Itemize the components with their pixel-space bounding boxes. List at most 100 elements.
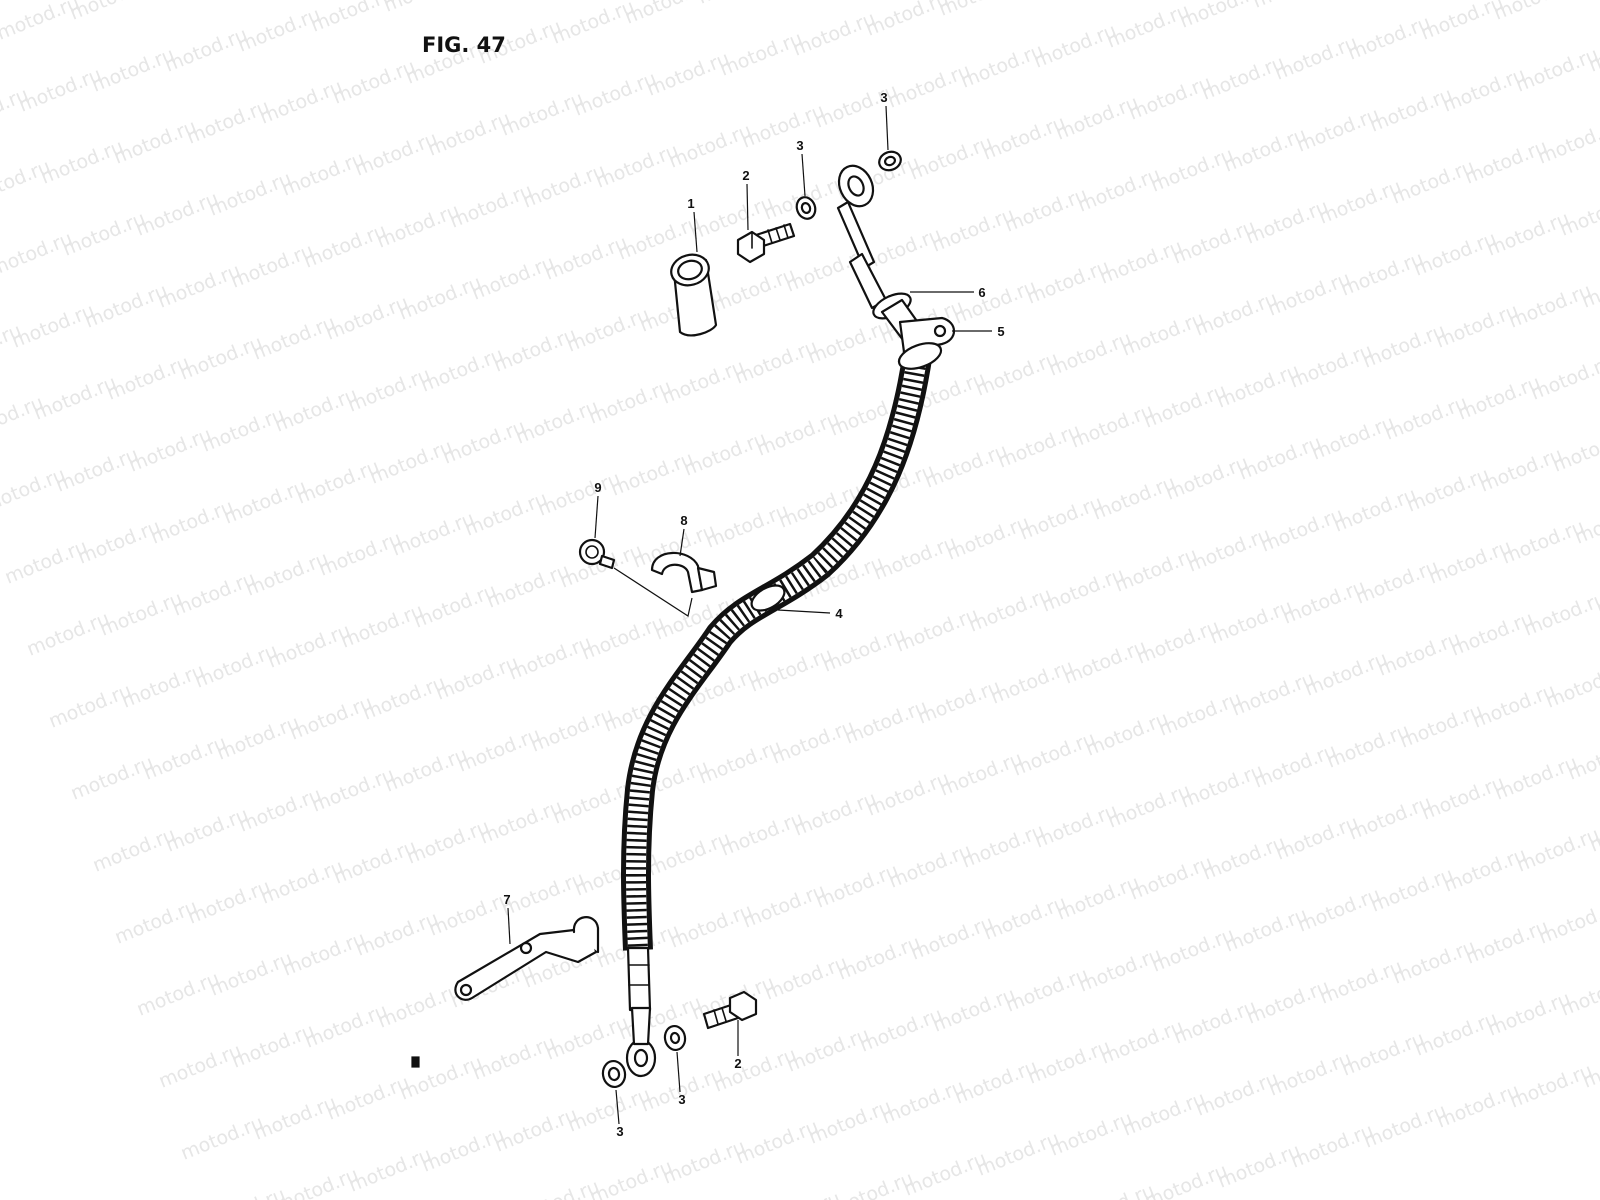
watermark-text: motod.ru — [1338, 248, 1427, 301]
watermark-text: motod.ru — [411, 580, 500, 633]
callout-label-3-lower-b: 3 — [616, 1124, 623, 1139]
watermark-text: motod.ru — [68, 752, 157, 805]
watermark-text: motod.ru — [1163, 452, 1252, 505]
watermark-text: motod.ru — [440, 416, 529, 469]
brake-hose — [621, 349, 933, 951]
watermark-text: motod.ru — [1031, 20, 1120, 73]
watermark-text: motod.ru — [134, 968, 223, 1021]
watermark-text: motod.ru — [1177, 0, 1266, 33]
washer-lower-a — [663, 1024, 687, 1052]
callout-4: 4 — [777, 606, 843, 621]
watermark-text: motod.ru — [1192, 288, 1281, 341]
watermark-text: motod.ru — [973, 348, 1062, 401]
watermark-text: motod.ru — [250, 312, 339, 365]
watermark-text: motod.ru — [988, 656, 1077, 709]
watermark-text: motod.ru — [1148, 144, 1237, 197]
watermark-text: motod.ru — [703, 500, 792, 553]
watermark-text: motod.ru — [367, 436, 456, 489]
watermark-text: motod.ru — [1514, 824, 1600, 877]
watermark-text: motod.ru — [185, 876, 274, 929]
watermark-text: motod.ru — [184, 96, 273, 149]
watermark-text: motod.ru — [1295, 884, 1384, 937]
watermark-text: motod.ru — [644, 48, 733, 101]
watermark-text: motod.ru — [1120, 1088, 1209, 1141]
watermark-text: motod.ru — [980, 112, 1069, 165]
watermark-text: motod.ru — [842, 696, 931, 749]
watermark-text: motod.ru — [1288, 1120, 1377, 1173]
watermark-text: motod.ru — [542, 232, 631, 285]
callout-3-upper-b: 3 — [880, 90, 889, 151]
watermark-text: motod.ru — [1280, 576, 1369, 629]
watermark-text: motod.ru — [1375, 628, 1464, 681]
watermark-text: motod.ru — [498, 88, 587, 141]
watermark-text: motod.ru — [104, 352, 193, 405]
watermark-text: motod.ru — [937, 748, 1026, 801]
callout-3-lower-a: 3 — [676, 1051, 686, 1107]
upper-banjo-fitting — [836, 164, 888, 310]
callout-label-1: 1 — [687, 196, 694, 211]
watermark-text: motod.ru — [784, 1024, 873, 1077]
watermark-text: motod.ru — [1397, 700, 1486, 753]
watermark-text: motod.ru — [1463, 916, 1552, 969]
callout-label-8: 8 — [680, 513, 687, 528]
watermark-text: motod.ru — [1134, 616, 1223, 669]
union-bolt-upper — [736, 222, 796, 264]
watermark-text: motod.ru — [1324, 720, 1413, 773]
watermark-text: motod.ru — [323, 292, 412, 345]
watermark-text: motod.ru — [1105, 780, 1194, 833]
bracket — [454, 916, 600, 1001]
watermark-text: motod.ru — [1258, 504, 1347, 557]
watermark-text: motod.ru — [148, 496, 237, 549]
watermark-text: motod.ru — [302, 1000, 391, 1053]
watermark-text: motod.ru — [1017, 492, 1106, 545]
watermark-text: motod.ru — [251, 1092, 340, 1145]
callout-label-6: 6 — [978, 285, 985, 300]
watermark-text: motod.ru — [111, 116, 200, 169]
watermark-text: motod.ru — [133, 188, 222, 241]
watermark-text: motod.ru — [1470, 680, 1559, 733]
watermark-text: motod.ru — [447, 180, 536, 233]
watermark-text: motod.ru — [901, 1148, 990, 1200]
watermark-text: motod.ru — [1047, 1108, 1136, 1161]
watermark-text: motod.ru — [806, 1096, 895, 1149]
watermark-text: motod.ru — [1199, 52, 1288, 105]
watermark-text: motod.ru — [564, 304, 653, 357]
watermark-text: motod.ru — [1564, 0, 1600, 5]
watermark-text: motod.ru — [425, 108, 514, 161]
watermark-text: motod.ru — [470, 1032, 559, 1085]
watermark-text: motod.ru — [1360, 320, 1449, 373]
watermark-text: motod.ru — [229, 1020, 318, 1073]
callout-label-3-upper-a: 3 — [796, 138, 803, 153]
watermark-text: motod.ru — [309, 764, 398, 817]
watermark-text: motod.ru — [1214, 360, 1303, 413]
watermark-text: motod.ru — [178, 1112, 267, 1165]
stray-mark — [411, 1056, 420, 1068]
callout-7: 7 — [503, 892, 511, 945]
watermark-text: motod.ru — [1193, 1068, 1282, 1121]
watermark-text: motod.ru — [352, 128, 441, 181]
watermark-text: motod.ru — [455, 724, 544, 777]
cap — [670, 253, 718, 337]
watermark-text: motod.ru — [1090, 472, 1179, 525]
watermark-text: motod.ru — [1265, 268, 1354, 321]
watermark-text: motod.ru — [397, 1052, 486, 1105]
watermark-text: motod.ru — [717, 28, 806, 81]
watermark-text: motod.ru — [1316, 176, 1405, 229]
watermark-text: motod.ru — [499, 868, 588, 921]
lower-banjo-fitting — [625, 946, 657, 1078]
watermark-text: motod.ru — [506, 632, 595, 685]
watermark-text: motod.ru — [9, 300, 98, 353]
watermark-text: motod.ru — [733, 1116, 822, 1169]
watermark-text: motod.ru — [301, 220, 390, 273]
watermark-text: motod.ru — [287, 692, 376, 745]
watermark-text: motod.ru — [1207, 596, 1296, 649]
watermark-text: motod.ru — [871, 532, 960, 585]
watermark-text: motod.ru — [659, 356, 748, 409]
watermark-text: motod.ru — [936, 0, 1025, 21]
watermark-text: motod.ru — [155, 260, 244, 313]
watermark-text: motod.ru — [316, 528, 405, 581]
watermark-text: motod.ru — [995, 420, 1084, 473]
watermark-text: motod.ru — [1484, 208, 1573, 261]
callout-label-2-upper: 2 — [742, 168, 749, 183]
watermark-text: motod.ru — [1433, 300, 1522, 353]
